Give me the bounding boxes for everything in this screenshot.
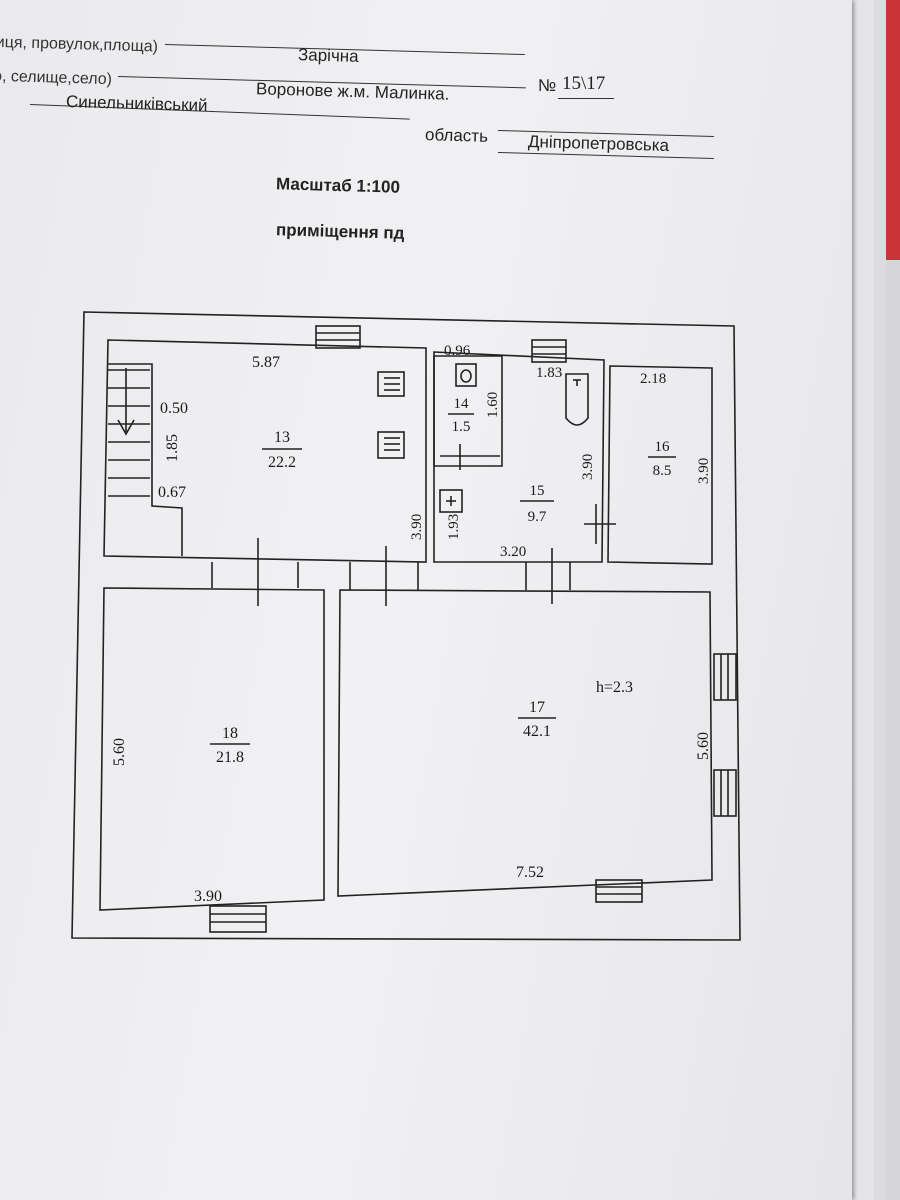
dim-stair-top: 0.50 [160, 400, 188, 417]
dim-r14-side: 1.60 [485, 392, 501, 418]
dim-r13-top: 5.87 [252, 354, 280, 371]
paper-stack-edge [852, 0, 874, 1200]
floor-plan: 13 22.2 14 1.5 15 9.7 16 8.5 17 42.1 18 … [71, 311, 741, 941]
room-16-outline [607, 365, 713, 565]
window-top-right [531, 339, 567, 363]
room-14-number: 14 [454, 396, 470, 412]
number-prefix: № [538, 76, 557, 95]
opening-18 [211, 538, 299, 606]
room-17-area: 42.1 [523, 723, 551, 740]
dim-stair-len: 1.85 [164, 434, 181, 462]
room-16-area: 8.5 [653, 463, 672, 479]
room-15-area: 9.7 [528, 509, 547, 525]
room-18-area: 21.8 [216, 749, 244, 766]
dim-r14-top: 0.96 [444, 343, 471, 359]
heater-icon [377, 431, 405, 459]
room-17-number: 17 [529, 699, 545, 716]
heater-icon [377, 371, 405, 397]
window-right-lower [713, 769, 737, 817]
bathtub-fixture [565, 373, 589, 426]
dim-r15-bottom: 3.20 [500, 544, 526, 560]
room-15-outline [433, 351, 605, 563]
window-bottom-right [595, 879, 643, 903]
room-13-number: 13 [274, 429, 290, 446]
opening-17-right [525, 548, 571, 604]
window-bottom-left [209, 905, 267, 933]
dim-r13-side: 3.90 [409, 514, 425, 540]
paper-stack-edge [874, 0, 886, 1200]
room-18-number: 18 [222, 725, 238, 742]
paper-stack-edge [886, 260, 900, 1200]
dim-stair-bottom: 0.67 [158, 484, 186, 501]
room-13-outline [103, 339, 427, 563]
dim-r18-bottom: 3.90 [194, 888, 222, 905]
dim-r16-side: 3.90 [696, 458, 712, 484]
dim-r15-sub: 1.93 [446, 514, 462, 540]
ceiling-height: h=2.3 [596, 679, 633, 696]
dim-r15-top: 1.83 [536, 365, 562, 381]
room-14-area: 1.5 [452, 419, 471, 435]
opening-17-left [349, 546, 419, 606]
outer-wall-outline [71, 311, 741, 941]
document-sheet: (вулиця, провулок,площа) Зарічна (місто,… [0, 0, 852, 1200]
room-16-number: 16 [655, 439, 671, 455]
red-book-edge [886, 0, 900, 260]
room-13-area: 22.2 [268, 454, 296, 471]
number-value: 15\17 [562, 73, 606, 94]
window-right-upper [713, 653, 737, 701]
staircase [108, 363, 183, 556]
room-17-outline [337, 589, 713, 897]
room-15-number: 15 [530, 483, 545, 499]
dim-r17-bottom: 7.52 [516, 864, 544, 881]
dim-r16-top: 2.18 [640, 371, 666, 387]
dim-r17-side: 5.60 [695, 732, 712, 760]
number-underline [558, 98, 614, 99]
window-top-left [315, 325, 361, 349]
dim-r18-side: 5.60 [111, 738, 128, 766]
opening-16 [584, 504, 616, 544]
sink-fixture [439, 489, 463, 513]
toilet-fixture [455, 363, 477, 387]
room-18-outline [99, 587, 325, 911]
dim-r15-side: 3.90 [580, 454, 596, 480]
